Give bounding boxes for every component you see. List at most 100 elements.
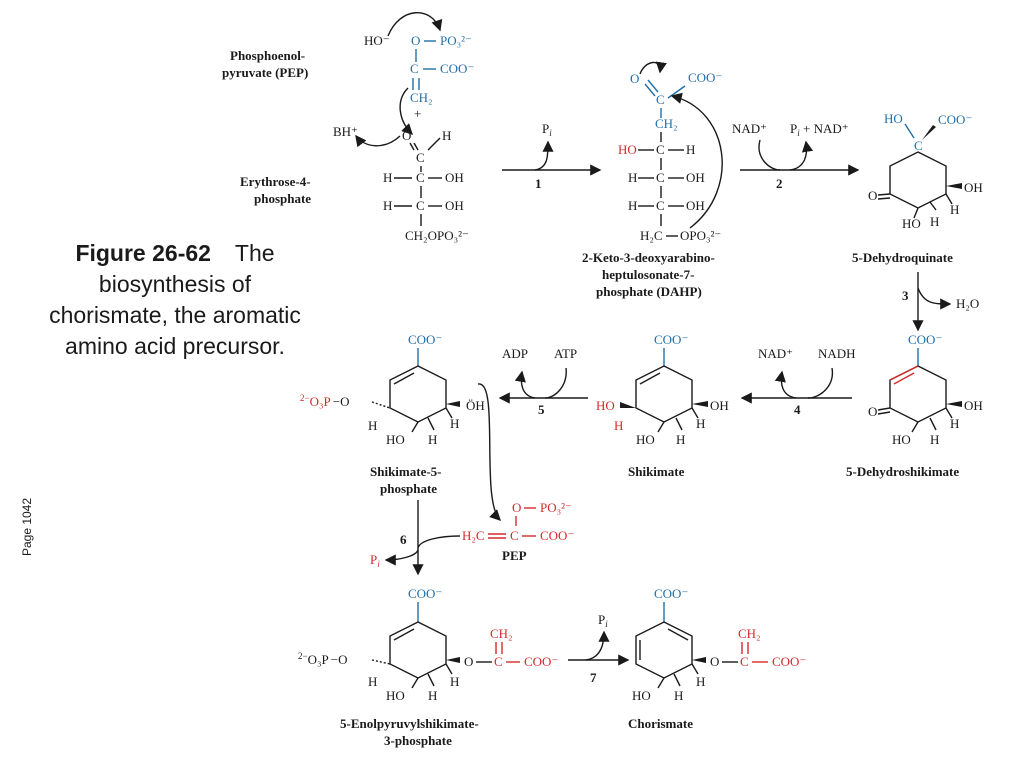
pep-top-label: Phosphoenol- pyruvate (PEP) [222, 48, 308, 80]
svg-text:HO: HO [632, 688, 651, 703]
svg-text:NAD⁺: NAD⁺ [758, 346, 793, 361]
svg-text:O: O [411, 33, 420, 48]
svg-text:CH₂: CH₂ [655, 116, 678, 131]
svg-text:O: O [464, 654, 473, 669]
svg-text:2−O₃P−O: 2−O₃P−O [300, 393, 349, 409]
figure-number: Figure 26-62 [75, 240, 211, 266]
svg-text:OH: OH [964, 180, 983, 195]
svg-text:Erythrose-4-: Erythrose-4- [240, 174, 311, 189]
svg-text:O: O [710, 654, 719, 669]
svg-text:PEP: PEP [502, 548, 527, 563]
pep-mid-structure: O PO₃²⁻ H₂C C COO⁻ [462, 500, 574, 543]
figure-caption-text: The biosynthesis of chorismate, the arom… [49, 240, 301, 359]
svg-text:CH₂: CH₂ [490, 626, 513, 641]
svg-text:COO⁻: COO⁻ [772, 654, 806, 669]
svg-text:Phosphoenol-: Phosphoenol- [230, 48, 305, 63]
svg-text:CH₂: CH₂ [410, 90, 433, 105]
svg-text:H: H [628, 170, 637, 185]
svg-text:PO₃²⁻: PO₃²⁻ [540, 500, 572, 515]
svg-text:O: O [868, 188, 877, 203]
dehydroshikimate-structure: COO⁻ O OH HO H H [868, 332, 983, 447]
svg-text:H: H [696, 416, 705, 431]
svg-text:Pi + NAD⁺: Pi + NAD⁺ [790, 121, 849, 138]
chorismate-structure: COO⁻ O C CH₂ COO⁻ HO H H [632, 586, 806, 703]
svg-text:C: C [416, 150, 425, 165]
svg-text:H: H [950, 202, 959, 217]
svg-text:+: + [414, 106, 421, 121]
svg-text:HO: HO [386, 688, 405, 703]
dahp-label: 2-Keto-3-deoxyarabino- heptulosonate-7- … [582, 250, 715, 299]
svg-text:NAD⁺: NAD⁺ [732, 121, 767, 136]
svg-text:CH₂OPO₃²⁻: CH₂OPO₃²⁻ [405, 228, 469, 243]
svg-text:HO: HO [596, 398, 615, 413]
svg-text:H: H [442, 128, 451, 143]
svg-text:phosphate (DAHP): phosphate (DAHP) [596, 284, 702, 299]
svg-text:Pi: Pi [598, 612, 608, 629]
svg-text:CH₂: CH₂ [738, 626, 761, 641]
shikimate-structure: COO⁻ HO H OH HO H H [596, 332, 729, 447]
svg-text:H: H [696, 674, 705, 689]
dehydroshikimate-label: 5-Dehydroshikimate [846, 464, 959, 479]
svg-text:C: C [416, 198, 425, 213]
step-6-arrow: Pi 6 [370, 500, 461, 576]
epsp-label: 5-Enolpyruvylshikimate- 3-phosphate [340, 716, 479, 748]
svg-text:2-Keto-3-deoxyarabino-: 2-Keto-3-deoxyarabino- [582, 250, 715, 265]
svg-text:OH: OH [445, 198, 464, 213]
svg-text:5-Dehydroquinate: 5-Dehydroquinate [852, 250, 953, 265]
svg-text:H: H [450, 674, 459, 689]
svg-text:COO⁻: COO⁻ [654, 586, 688, 601]
svg-text:C: C [740, 654, 749, 669]
svg-text:H: H [368, 418, 377, 433]
svg-text:H: H [930, 214, 939, 229]
svg-text:C: C [656, 142, 665, 157]
svg-text:COO⁻: COO⁻ [938, 112, 972, 127]
svg-text:COO⁻: COO⁻ [440, 61, 474, 76]
svg-text:HO: HO [386, 432, 405, 447]
svg-text:C: C [416, 170, 425, 185]
svg-text:5-Dehydroshikimate: 5-Dehydroshikimate [846, 464, 959, 479]
svg-text:Shikimate-5-: Shikimate-5- [370, 464, 442, 479]
svg-text:COO⁻: COO⁻ [408, 586, 442, 601]
chorismate-label: Chorismate [628, 716, 693, 731]
svg-text:ATP: ATP [554, 346, 577, 361]
svg-text:O: O [512, 500, 521, 515]
svg-text:H₂O: H₂O [956, 296, 979, 311]
svg-text:4: 4 [794, 402, 801, 417]
svg-text:C: C [656, 198, 665, 213]
svg-text:HO: HO [892, 432, 911, 447]
e4p-label: Erythrose-4- phosphate [240, 174, 311, 206]
step-7-arrow: Pi 7 [568, 612, 630, 685]
svg-text:OH: OH [686, 198, 705, 213]
svg-text:2−O₃P−O: 2−O₃P−O [298, 651, 347, 667]
svg-text:3: 3 [902, 288, 909, 303]
svg-text:Chorismate: Chorismate [628, 716, 693, 731]
svg-text:HO: HO [884, 111, 903, 126]
step-5-arrow: ATP ADP 5 [498, 346, 588, 417]
svg-text:7: 7 [590, 670, 597, 685]
svg-text:5-Enolpyruvylshikimate-: 5-Enolpyruvylshikimate- [340, 716, 479, 731]
svg-text:H: H [383, 170, 392, 185]
dahp-structure: O C COO⁻ CH₂ HO C H H C OH H C OH H₂C OP… [618, 61, 723, 243]
svg-text:pyruvate (PEP): pyruvate (PEP) [222, 65, 308, 80]
svg-text:Pi: Pi [542, 121, 552, 138]
svg-text:phosphate: phosphate [380, 481, 437, 496]
svg-text:ADP: ADP [502, 346, 528, 361]
svg-text:H: H [614, 418, 623, 433]
dehydroquinate-structure: HO COO⁻ C O OH HO H H [868, 111, 983, 231]
svg-text:H: H [383, 198, 392, 213]
svg-text:ÖH: ÖH [466, 398, 485, 413]
svg-text:OPO₃²⁻: OPO₃²⁻ [680, 228, 721, 243]
svg-text:5: 5 [538, 402, 545, 417]
svg-text:2: 2 [776, 176, 783, 191]
svg-text:Shikimate: Shikimate [628, 464, 685, 479]
shikimate-label: Shikimate [628, 464, 685, 479]
svg-text:3-phosphate: 3-phosphate [384, 733, 452, 748]
svg-text:H: H [450, 416, 459, 431]
svg-text:BH⁺: BH⁺ [333, 124, 358, 139]
svg-text:HO: HO [902, 216, 921, 231]
svg-text:COO⁻: COO⁻ [524, 654, 558, 669]
svg-text:PO₃²⁻: PO₃²⁻ [440, 33, 472, 48]
svg-text:heptulosonate-7-: heptulosonate-7- [602, 267, 694, 282]
svg-text:C: C [510, 528, 519, 543]
